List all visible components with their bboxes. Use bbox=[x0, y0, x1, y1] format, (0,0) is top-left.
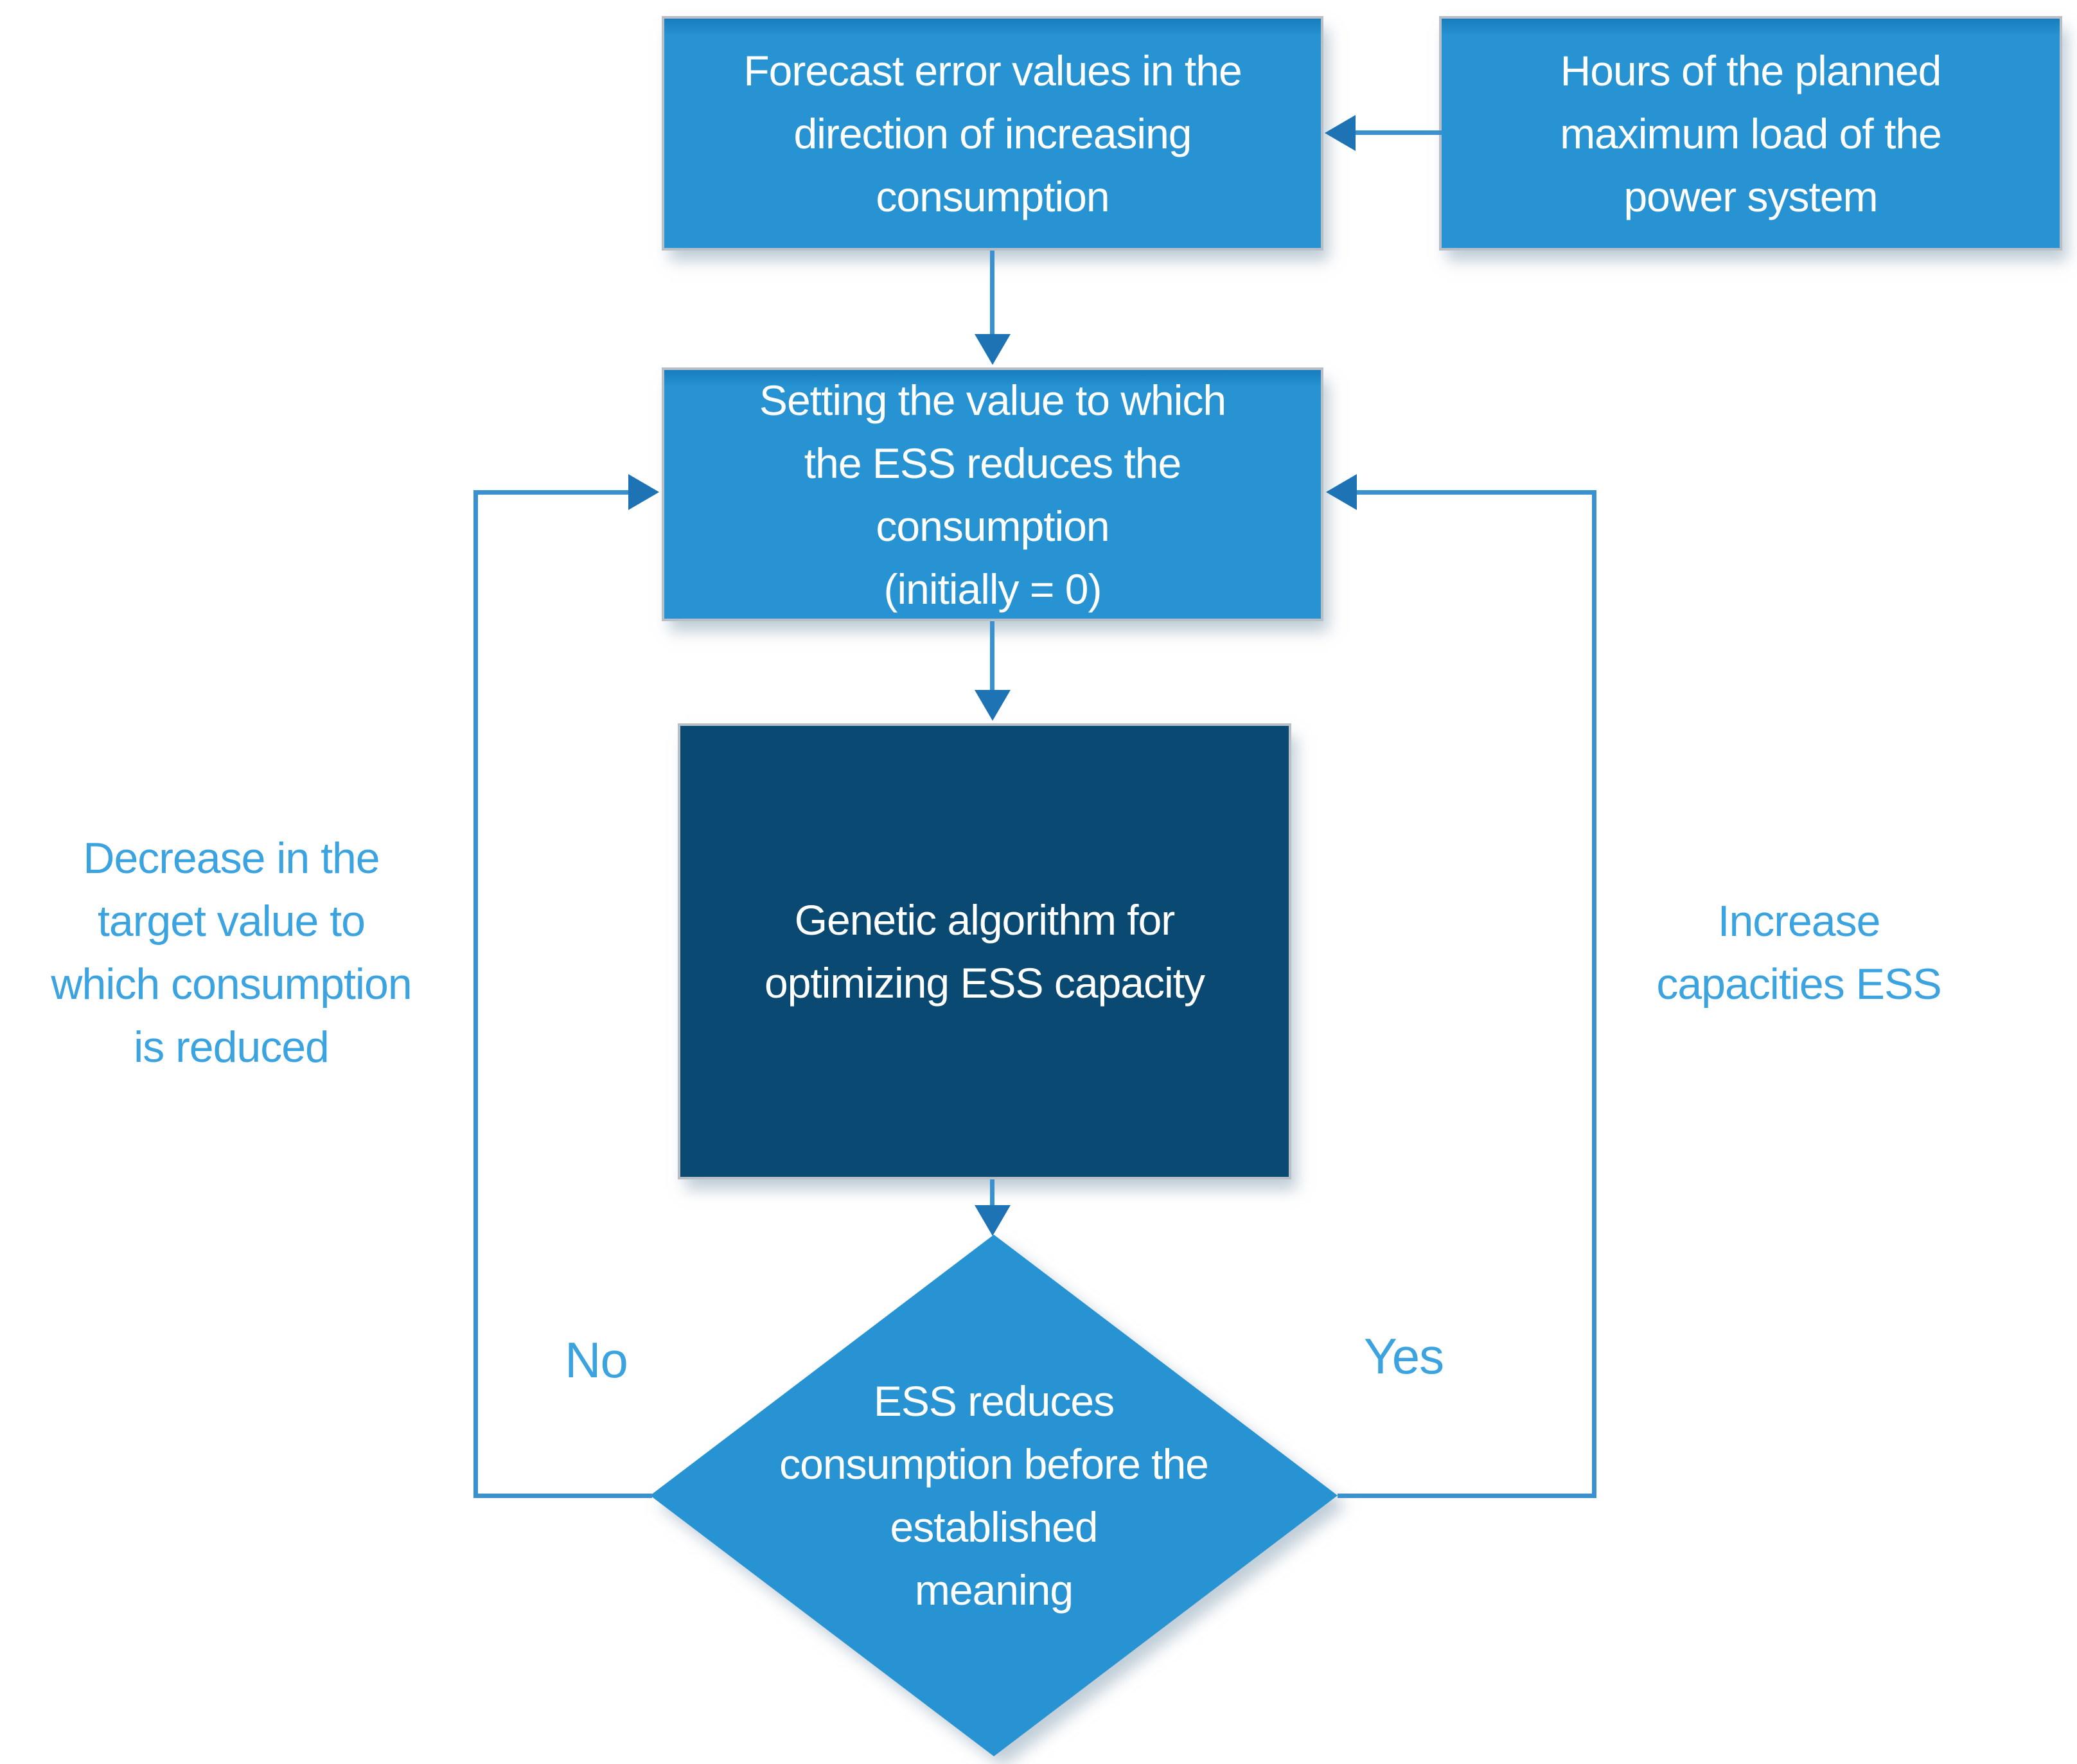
process-box-text-line: direction of increasing bbox=[793, 109, 1192, 157]
arrow-left-icon bbox=[1325, 115, 1356, 151]
process-box-text-line: Setting the value to which bbox=[759, 376, 1226, 424]
decision-diamond-ess-reduces: ESS reduces consumption before the estab… bbox=[650, 1235, 1338, 1756]
process-box-planned-max-load-hours: Hours of the planned maximum load of the… bbox=[1439, 16, 2062, 251]
side-label-text-line: capacities ESS bbox=[1656, 960, 1941, 1009]
arrow-down-icon bbox=[975, 1205, 1011, 1236]
process-box-text-line: optimizing ESS capacity bbox=[765, 959, 1205, 1007]
yes-loop-top-line bbox=[1357, 490, 1595, 495]
decision-diamond-label: ESS reduces consumption before the estab… bbox=[650, 1235, 1338, 1756]
side-label-decrease-target: Decrease in the target value to which co… bbox=[0, 827, 463, 1079]
no-loop-top-line bbox=[473, 490, 630, 495]
edge-label-yes: Yes bbox=[1363, 1328, 1444, 1384]
side-label-text-line: target value to bbox=[98, 897, 366, 946]
process-box-text-line: Hours of the planned bbox=[1560, 46, 1942, 94]
arrow-genetic-to-decision-line bbox=[990, 1179, 994, 1209]
process-box-text-line: the ESS reduces the bbox=[804, 439, 1181, 487]
yes-loop-bottom-line bbox=[1338, 1494, 1596, 1498]
process-box-text-line: (initially = 0) bbox=[883, 565, 1102, 613]
process-box-genetic-algorithm: Genetic algorithm for optimizing ESS cap… bbox=[678, 723, 1291, 1179]
arrow-right-icon bbox=[628, 474, 659, 510]
process-box-set-reduction-target: Setting the value to which the ESS reduc… bbox=[662, 367, 1323, 621]
side-label-text-line: is reduced bbox=[134, 1023, 330, 1072]
process-box-text-line: consumption bbox=[876, 172, 1109, 220]
decision-text-line: meaning bbox=[914, 1566, 1074, 1614]
process-box-text-line: power system bbox=[1623, 172, 1878, 220]
process-box-forecast-error: Forecast error values in the direction o… bbox=[662, 16, 1323, 251]
side-label-text-line: Decrease in the bbox=[83, 834, 380, 883]
decision-text-line: ESS reduces bbox=[873, 1377, 1115, 1425]
decision-text-line: established bbox=[890, 1503, 1099, 1551]
no-loop-vertical-line bbox=[473, 490, 478, 1498]
edge-label-no: No bbox=[565, 1332, 628, 1388]
yes-loop-vertical-line bbox=[1592, 490, 1596, 1498]
arrow-left-icon bbox=[1326, 474, 1357, 510]
arrow-down-icon bbox=[975, 334, 1011, 365]
decision-text-line: consumption before the bbox=[779, 1440, 1209, 1488]
side-label-text-line: Increase bbox=[1717, 897, 1881, 946]
arrow-down-icon bbox=[975, 690, 1011, 721]
no-loop-bottom-line bbox=[473, 1494, 652, 1498]
process-box-text-line: Forecast error values in the bbox=[743, 46, 1242, 94]
side-label-increase-ess-capacity: Increase capacities ESS bbox=[1593, 890, 2004, 1016]
arrow-forecast-to-setting-line bbox=[990, 251, 994, 337]
arrow-hours-to-forecast-line bbox=[1356, 130, 1442, 135]
arrow-setting-to-genetic-line bbox=[990, 621, 994, 693]
side-label-text-line: which consumption bbox=[51, 960, 412, 1009]
process-box-text-line: Genetic algorithm for bbox=[794, 896, 1176, 944]
process-box-text-line: consumption bbox=[876, 502, 1109, 550]
process-box-text-line: maximum load of the bbox=[1560, 109, 1942, 157]
